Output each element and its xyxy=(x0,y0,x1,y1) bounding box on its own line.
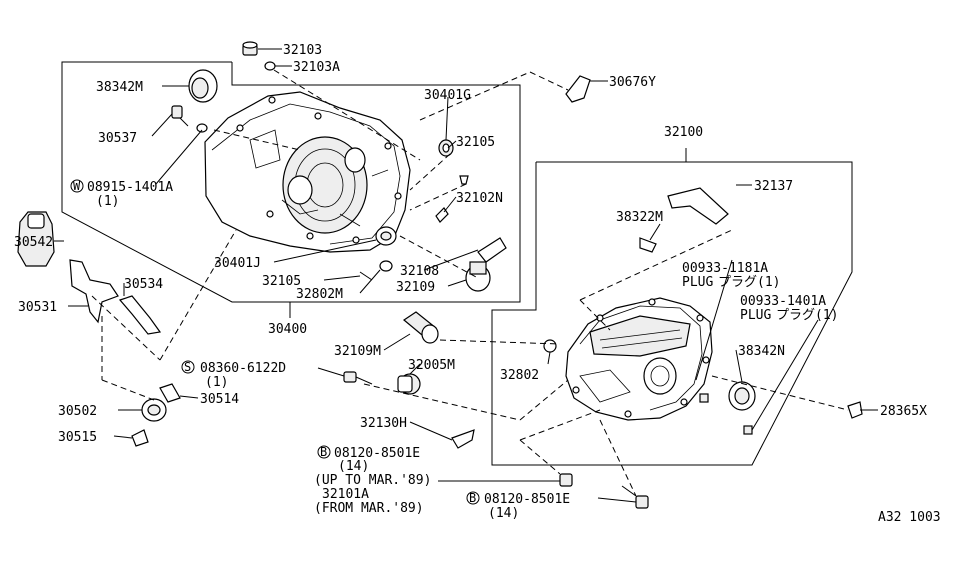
part-32102N-clip xyxy=(435,207,449,223)
label-30400: 30400 xyxy=(268,322,307,337)
part-28365X-bracket xyxy=(847,401,863,419)
label-08120-8501E-lower: 08120-8501E xyxy=(484,492,570,507)
label-30537: 30537 xyxy=(98,131,137,146)
label-00933-1401A: 00933-1401A xyxy=(740,294,826,309)
part-32108-bracket xyxy=(477,237,507,263)
part-32103A-washer xyxy=(264,61,276,71)
label-38322M: 38322M xyxy=(616,210,663,225)
label-32103A: 32103A xyxy=(293,60,340,75)
label-38342N: 38342N xyxy=(738,344,785,359)
label-08915-1401A: 08915-1401A xyxy=(87,180,173,195)
bolt-symbol-lower: B xyxy=(466,491,480,505)
part-30676Y-bracket xyxy=(565,75,591,103)
part-30401G-bushing xyxy=(438,139,454,157)
part-32109M-sleeve xyxy=(402,311,439,344)
clutch-housing xyxy=(204,91,411,253)
part-labels: 32103 32103A 30676Y 38342M 30401G 30537 … xyxy=(14,43,941,525)
part-32137-gutter xyxy=(667,187,729,225)
part-32103-cap xyxy=(242,41,258,56)
label-32130H: 32130H xyxy=(360,416,407,431)
part-plug-1181A xyxy=(699,393,709,403)
part-30502-bearing xyxy=(141,398,167,422)
label-08120-upper-qty: (14) xyxy=(338,459,369,474)
label-plug-1401A-jp: プラグ(1) xyxy=(776,308,838,323)
label-32105-top: 32105 xyxy=(456,135,495,150)
label-plug-1401A-en: PLUG xyxy=(740,308,771,323)
label-38342M: 38342M xyxy=(96,80,143,95)
label-08120-lower-qty: (14) xyxy=(488,506,519,521)
diagram-reference-code: A32 1003 xyxy=(878,510,941,525)
label-30401J: 30401J xyxy=(214,256,261,271)
part-32109-pinion xyxy=(465,261,491,292)
part-30401J-seal xyxy=(375,226,397,246)
part-32802-ring xyxy=(543,339,557,353)
part-32005M-housing xyxy=(397,373,421,395)
label-plug-1181A-jp: プラグ(1) xyxy=(718,275,780,290)
part-32105-dowel xyxy=(359,271,373,281)
part-38322M-pin xyxy=(639,237,657,253)
label-32101A: 32101A xyxy=(322,487,369,502)
group-box-32100 xyxy=(491,161,853,466)
transmission-case xyxy=(565,297,713,421)
label-30401G: 30401G xyxy=(424,88,471,103)
label-00933-1181A: 00933-1181A xyxy=(682,261,768,276)
part-30537-bolt xyxy=(171,105,189,127)
label-30676Y: 30676Y xyxy=(609,75,656,90)
part-30531-fork xyxy=(69,259,119,324)
label-32108: 32108 xyxy=(400,264,439,279)
screw-symbol-letter: S xyxy=(184,360,191,374)
part-30542-boot xyxy=(17,211,55,267)
label-32102N: 32102N xyxy=(456,191,503,206)
label-08120-8501E-upper: 08120-8501E xyxy=(334,446,420,461)
part-plug-1401A xyxy=(743,425,753,435)
part-30534-spring xyxy=(118,295,162,335)
label-plug-1181A-en: PLUG xyxy=(682,275,713,290)
label-up-to-mar89: (UP TO MAR.'89) xyxy=(314,473,431,488)
part-08915-washer xyxy=(196,123,208,133)
label-30515: 30515 xyxy=(58,430,97,445)
part-32105-pin xyxy=(459,175,469,185)
label-30502: 30502 xyxy=(58,404,97,419)
label-08360-qty: (1) xyxy=(205,375,228,390)
part-08120-bolt-upper xyxy=(559,473,573,487)
label-32802M: 32802M xyxy=(296,287,343,302)
label-30542: 30542 xyxy=(14,235,53,250)
washer-symbol-letter: W xyxy=(73,179,81,193)
label-from-mar89: (FROM MAR.'89) xyxy=(314,501,424,516)
screw-symbol: S xyxy=(181,360,195,374)
part-32130H-bracket xyxy=(451,429,475,449)
label-08360-6122D: 08360-6122D xyxy=(200,361,286,376)
label-32103: 32103 xyxy=(283,43,322,58)
label-32005M: 32005M xyxy=(408,358,455,373)
part-30515-pin xyxy=(131,429,149,447)
washer-symbol: W xyxy=(70,179,84,193)
label-32802: 32802 xyxy=(500,368,539,383)
label-32109M: 32109M xyxy=(334,344,381,359)
bolt-symbol-lower-letter: B xyxy=(469,491,476,505)
label-32105-bottom: 32105 xyxy=(262,274,301,289)
part-08120-bolt-lower xyxy=(621,485,649,509)
part-38342M-seal xyxy=(188,69,218,103)
assembly-dashed-lines xyxy=(91,69,849,497)
group-box-30400 xyxy=(61,61,521,303)
part-08360-screw xyxy=(343,371,373,385)
part-38342N-seal xyxy=(728,381,756,411)
label-28365X: 28365X xyxy=(880,404,927,419)
label-30531: 30531 xyxy=(18,300,57,315)
leader-lines xyxy=(54,48,878,503)
label-30514: 30514 xyxy=(200,392,239,407)
bolt-symbol-upper: B xyxy=(317,445,331,459)
label-30534: 30534 xyxy=(124,277,163,292)
label-08915-qty: (1) xyxy=(96,194,119,209)
bolt-symbol-upper-letter: B xyxy=(320,445,327,459)
label-32137: 32137 xyxy=(754,179,793,194)
part-30514-clip xyxy=(159,383,181,403)
label-32100: 32100 xyxy=(664,125,703,140)
label-32109: 32109 xyxy=(396,280,435,295)
part-32802M-ring xyxy=(379,260,393,272)
